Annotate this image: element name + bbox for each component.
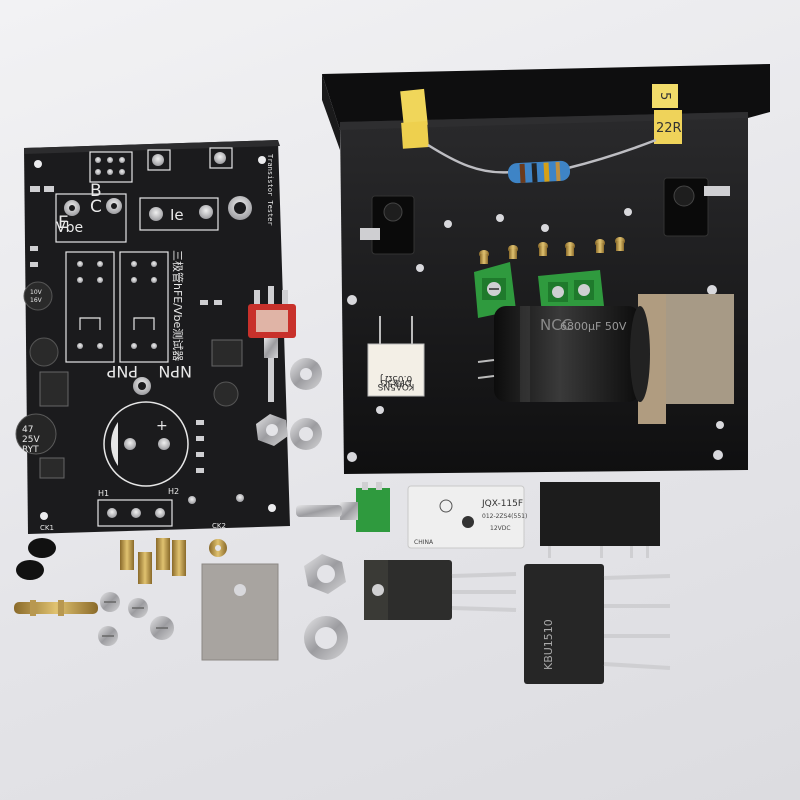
banana-sockets bbox=[479, 237, 625, 264]
capacitor-brand: NCC bbox=[540, 316, 572, 334]
pcb-label-npn: NPN bbox=[158, 362, 192, 381]
tape-note-5: 5 bbox=[657, 92, 672, 100]
bridge-rectifier: KBU1510 bbox=[524, 564, 671, 684]
hex-nut-small bbox=[256, 414, 288, 446]
relay-voltage: 12VDC bbox=[490, 525, 511, 532]
rubber-feet bbox=[16, 538, 56, 580]
potentiometer bbox=[296, 482, 390, 532]
svg-text:10V: 10V bbox=[30, 289, 43, 296]
brass-standoffs bbox=[120, 538, 227, 584]
relay-model: JQX-115F bbox=[481, 499, 523, 509]
shunt-code2: KOA5NS bbox=[377, 381, 414, 391]
svg-text:+: + bbox=[156, 418, 168, 434]
pcb-label-h2: H2 bbox=[168, 487, 179, 496]
flat-washer bbox=[304, 616, 348, 660]
pcb-label-ck2: CK2 bbox=[212, 522, 226, 530]
filter-capacitor: NCC 6800μF 50V bbox=[477, 306, 650, 402]
pcb-cap-47uf: 47 25V RYT bbox=[15, 413, 57, 455]
relay-country: CHINA bbox=[414, 539, 434, 546]
capacitor-spec: 6800μF 50V bbox=[560, 320, 627, 333]
pcb-label-c: C bbox=[90, 197, 102, 217]
relay-white: JQX-115F 012-2ZS4(551) 12VDC CHINA bbox=[407, 485, 527, 549]
yellow-tape: 5 22R bbox=[400, 84, 682, 149]
pcb-label-ck1: CK1 bbox=[40, 524, 54, 532]
star-washer bbox=[290, 418, 322, 450]
relay-black bbox=[540, 482, 660, 558]
heatsink bbox=[322, 64, 770, 474]
dc-jack-right bbox=[663, 177, 730, 237]
svg-text:RYT: RYT bbox=[22, 445, 39, 455]
power-transistor bbox=[364, 560, 517, 620]
svg-text:25V: 25V bbox=[22, 435, 40, 445]
shunt-code: DPR5G bbox=[380, 377, 411, 387]
pcb-label-e: E bbox=[58, 213, 69, 233]
dc-jack-left bbox=[360, 195, 415, 255]
pcb-label-h1: H1 bbox=[98, 489, 109, 498]
hex-nut-large bbox=[304, 554, 346, 594]
bridge-model: KBU1510 bbox=[542, 619, 555, 670]
power-resistor-axial bbox=[427, 138, 657, 184]
pcb-cap-small-3 bbox=[213, 381, 239, 407]
pcb-label-b: B bbox=[90, 181, 102, 201]
screw-terminal-1 bbox=[474, 262, 516, 318]
pcb-label-vbe: Vbe bbox=[56, 220, 83, 236]
mica-insulator bbox=[201, 563, 279, 661]
pcb-main-cap-footprint: + bbox=[103, 401, 189, 487]
pcb-cap-small-1: 10V 16V bbox=[23, 281, 53, 311]
pcb-label-ie: Ie bbox=[170, 206, 184, 224]
pcb-label-pnp: PNP bbox=[106, 362, 138, 381]
toggle-switch bbox=[248, 286, 296, 402]
shunt-label: 0.05Ω J bbox=[380, 373, 412, 383]
heatsink-holes bbox=[347, 208, 724, 462]
pcb-title-cn: 三极管hFE/Vbe测试器 bbox=[171, 250, 185, 361]
relay-submodel: 012-2ZS4(551) bbox=[482, 513, 527, 520]
pcb-cap-small-2 bbox=[29, 337, 59, 367]
lock-washer-1 bbox=[290, 358, 322, 390]
svg-text:47: 47 bbox=[22, 425, 33, 435]
svg-text:16V: 16V bbox=[30, 297, 43, 304]
shunt-resistor: 0.05Ω J DPR5G KOA5NS bbox=[367, 316, 425, 397]
screws bbox=[98, 592, 174, 646]
screw-terminal-2 bbox=[538, 270, 604, 314]
pcb-side-code: Transistor Tester bbox=[266, 154, 274, 226]
pcb-board: B C E Vbe Ie 三极管hFE/Vbe测试器 Transistor Te… bbox=[15, 140, 290, 534]
banana-plug bbox=[14, 600, 98, 616]
tape-note-22r: 22R bbox=[656, 121, 682, 136]
